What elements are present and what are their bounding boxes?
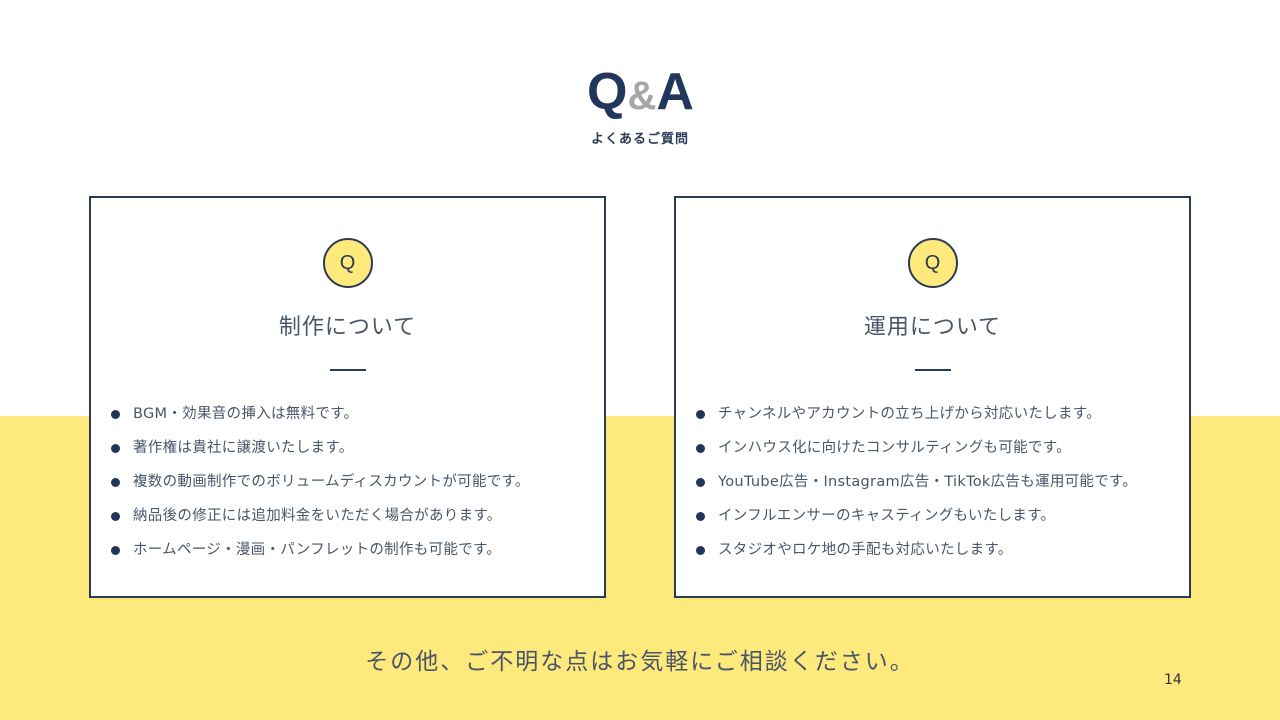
bullet-icon [696,546,705,555]
bullet-icon [111,478,120,487]
faq-card-production: Q 制作について BGM・効果音の挿入は無料です。 著作権は貴社に譲渡いたします… [89,196,606,598]
title-divider [914,369,951,371]
card-title: 制作について [278,315,417,340]
list-item-text: 複数の動画制作でのボリュームディスカウントが可能です。 [133,474,530,490]
q-badge-icon: Q [322,238,373,288]
list-item: ホームページ・漫画・パンフレットの制作も可能です。 [111,538,530,572]
list-item: BGM・効果音の挿入は無料です。 [111,402,530,436]
list-item-text: スタジオやロケ地の手配も対応いたします。 [718,542,1013,558]
q-badge-icon: Q [907,238,958,288]
title-q: Q [587,63,627,121]
list-item: YouTube広告・Instagram広告・TikTok広告も運用可能です。 [696,470,1137,504]
list-item: 著作権は貴社に譲渡いたします。 [111,436,530,470]
bullet-icon [111,546,120,555]
list-item: チャンネルやアカウントの立ち上げから対応いたします。 [696,402,1137,436]
list-item: 複数の動画制作でのボリュームディスカウントが可能です。 [111,470,530,504]
title-ampersand: & [627,74,657,118]
page-title: Q&A [0,62,1280,126]
card-title: 運用について [863,315,1002,340]
list-item-text: チャンネルやアカウントの立ち上げから対応いたします。 [718,406,1101,422]
faq-list: チャンネルやアカウントの立ち上げから対応いたします。 インハウス化に向けたコンサ… [696,402,1137,572]
page-header: Q&A よくあるご質問 [0,62,1280,147]
list-item-text: 納品後の修正には追加料金をいただく場合があります。 [133,508,502,524]
list-item: インハウス化に向けたコンサルティングも可能です。 [696,436,1137,470]
bullet-icon [111,512,120,521]
faq-list: BGM・効果音の挿入は無料です。 著作権は貴社に譲渡いたします。 複数の動画制作… [111,402,530,572]
list-item: 納品後の修正には追加料金をいただく場合があります。 [111,504,530,538]
list-item-text: インフルエンサーのキャスティングもいたします。 [718,508,1056,524]
bullet-icon [696,512,705,521]
page-number: 14 [1164,672,1182,688]
title-divider [329,369,366,371]
list-item-text: 著作権は貴社に譲渡いたします。 [133,440,354,456]
list-item: スタジオやロケ地の手配も対応いたします。 [696,538,1137,572]
bullet-icon [111,444,120,453]
list-item: インフルエンサーのキャスティングもいたします。 [696,504,1137,538]
bullet-icon [696,478,705,487]
list-item-text: YouTube広告・Instagram広告・TikTok広告も運用可能です。 [718,474,1138,490]
list-item-text: ホームページ・漫画・パンフレットの制作も可能です。 [133,542,502,558]
list-item-text: インハウス化に向けたコンサルティングも可能です。 [718,440,1071,456]
footer-message: その他、ご不明な点はお気軽にご相談ください。 [365,649,915,675]
bullet-icon [696,444,705,453]
bullet-icon [111,410,120,419]
title-a: A [656,63,694,121]
page-subtitle: よくあるご質問 [590,132,689,147]
bullet-icon [696,410,705,419]
list-item-text: BGM・効果音の挿入は無料です。 [133,406,359,422]
faq-card-operation: Q 運用について チャンネルやアカウントの立ち上げから対応いたします。 インハウ… [674,196,1191,598]
